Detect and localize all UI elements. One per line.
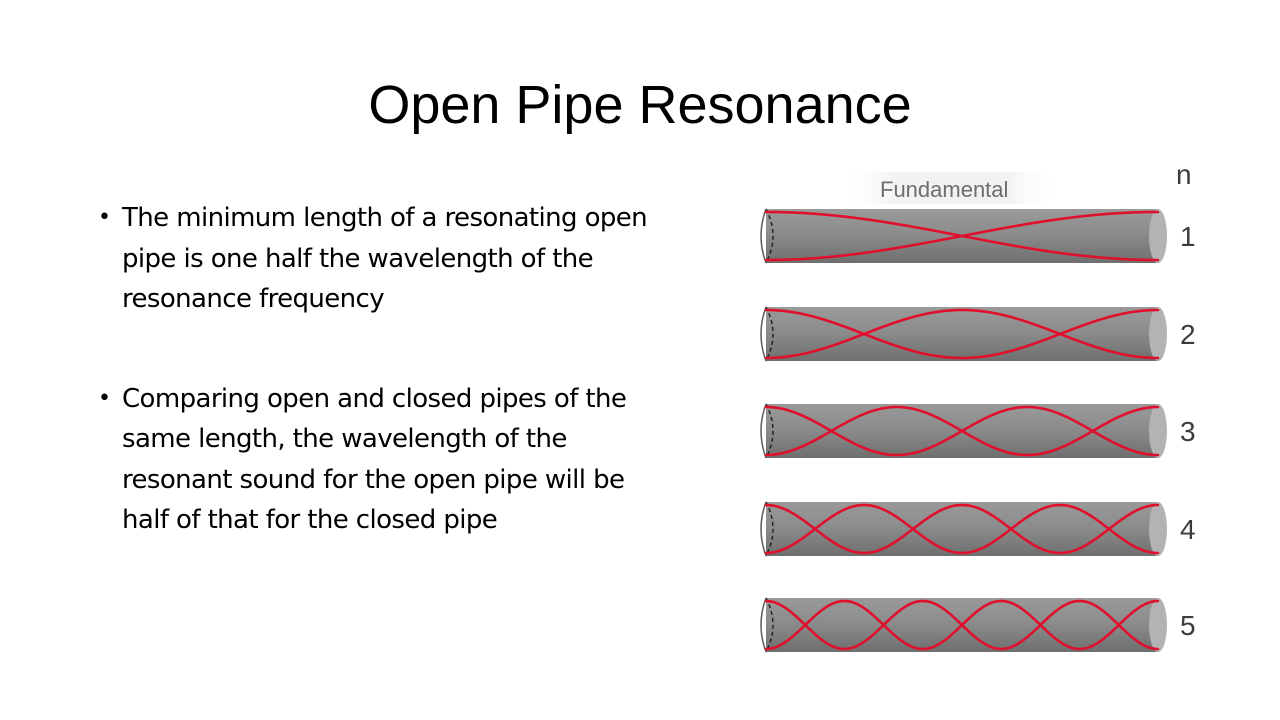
slide-title: Open Pipe Resonance [368,75,912,135]
pipe-left-edge [760,501,767,557]
pipe-left-edge [760,597,767,653]
standing-wave-curve [764,503,1160,555]
open-pipe-harmonics-diagram: Fundamental n 1 2 3 4 5 [740,160,1220,660]
standing-wave-curve [764,599,1160,651]
pipe-body [766,307,1158,361]
pipe-left-edge [760,306,767,362]
harmonics-figure: Fundamental n 1 2 3 4 5 [760,160,1196,653]
mode-number-label: 4 [1180,514,1196,545]
standing-wave-curve [764,405,1160,457]
n-column-header: n [1176,160,1192,190]
standing-wave-curve [764,308,1160,360]
bullet-item: • Comparing open and closed pipes of the… [98,379,658,541]
pipe-left-rim [765,403,774,459]
bullet-text: Comparing open and closed pipes of the s… [122,383,627,536]
mode-number-label: 1 [1180,221,1196,252]
fundamental-caption: Fundamental [880,177,1008,202]
bullet-item: • The minimum length of a resonating ope… [98,198,658,320]
standing-wave-curve [764,503,1160,555]
pipe-open-end [1149,502,1167,556]
pipe-row-5: 5 [760,597,1196,653]
mode-number-label: 5 [1180,610,1196,641]
standing-wave-curve [764,210,1160,262]
pipe-open-end [1149,209,1167,263]
bullet-list: • The minimum length of a resonating ope… [98,198,658,541]
bullet-dot-icon: • [98,205,111,230]
pipe-left-rim [765,501,774,557]
pipe-row-4: 4 [760,501,1196,557]
pipe-left-rim [765,597,774,653]
pipe-row-1: 1 [760,208,1196,264]
pipe-left-rim [765,306,774,362]
pipe-row-3: 3 [760,403,1196,459]
standing-wave-curve [764,308,1160,360]
pipe-open-end [1149,307,1167,361]
pipe-row-2: 2 [760,306,1196,362]
pipe-open-end [1149,404,1167,458]
mode-number-label: 3 [1180,416,1196,447]
pipes-group: 1 2 3 4 5 [760,208,1196,653]
pipe-left-edge [760,403,767,459]
pipe-left-rim [765,208,774,264]
bullet-dot-icon: • [98,385,111,411]
mode-number-label: 2 [1180,319,1196,350]
pipe-open-end [1149,598,1167,652]
pipe-left-edge [760,208,767,264]
bullet-text: The minimum length of a resonating open … [122,203,648,314]
caption-background [840,172,1060,204]
pipe-body [766,502,1158,556]
